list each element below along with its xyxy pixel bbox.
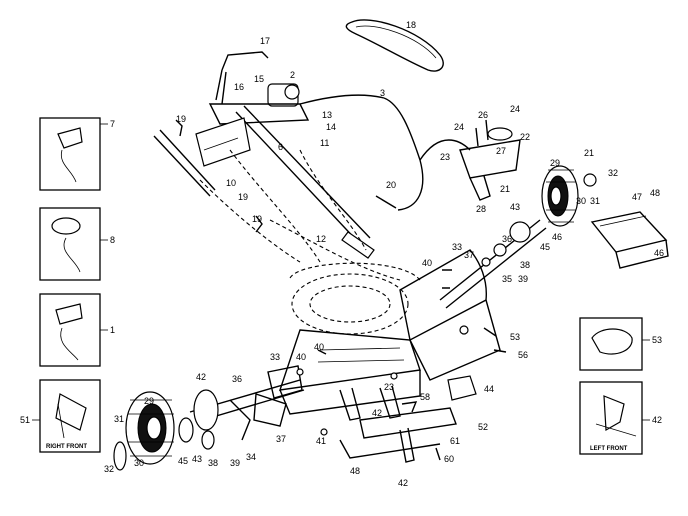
callout-12: 12 — [316, 234, 326, 244]
right-axle-assembly — [439, 219, 547, 309]
callout-27: 27 — [496, 146, 506, 156]
callout-2: 2 — [290, 70, 295, 80]
callout-42-left: 41 — [316, 436, 326, 446]
callout-11: 11 — [320, 138, 329, 148]
callout-36-left: 36 — [232, 374, 242, 384]
handle-bar — [153, 105, 375, 259]
right-wheel — [541, 165, 597, 227]
callout-44: 44 — [484, 384, 494, 394]
callout-28: 28 — [476, 204, 486, 214]
callout-48-b: 48 — [650, 188, 660, 198]
callout-43-right: 43 — [510, 202, 520, 212]
caption-right-front: RIGHT FRONT — [46, 444, 87, 450]
callout-8: 8 — [110, 235, 115, 245]
callout-47: 46 — [654, 248, 664, 258]
callout-52: 53 — [652, 335, 662, 345]
callout-56: 61 — [450, 436, 460, 446]
callout-31-left: 31 — [114, 414, 124, 424]
handle-assembly — [208, 51, 385, 125]
inset-box-58: LEFT FRONT — [579, 381, 643, 455]
callout-48-a: 47 — [632, 192, 642, 202]
callout-39-left: 39 — [230, 458, 240, 468]
callout-21-right: 21 — [584, 148, 594, 158]
callout-50: 51 — [20, 415, 30, 425]
callout-26: 26 — [478, 110, 488, 120]
callout-1: 1 — [110, 325, 115, 335]
caption-left-front: LEFT FRONT — [590, 446, 628, 452]
callout-45-right: 45 — [540, 242, 550, 252]
callout-24-left: 24 — [454, 122, 464, 132]
callout-32-right: 32 — [608, 168, 618, 178]
callout-40-right: 40 — [422, 258, 432, 268]
callout-19-top: 19 — [176, 114, 186, 124]
drive-belt — [345, 19, 444, 72]
callout-40-left: 40 — [296, 352, 306, 362]
callout-labels: 7 8 1 51 53 42 18 17 15 16 2 3 13 14 11 … — [20, 20, 664, 488]
callout-22: 22 — [520, 132, 530, 142]
callout-15: 15 — [254, 74, 264, 84]
callout-30-left: 30 — [134, 458, 144, 468]
callout-50-main: 52 — [478, 422, 488, 432]
callout-37-right: 37 — [464, 250, 474, 260]
callout-16: 16 — [234, 82, 244, 92]
callout-46-right: 46 — [552, 232, 562, 242]
callout-38-right: 38 — [520, 260, 530, 270]
callout-19-mid: 19 — [238, 192, 248, 202]
callout-42-bottom: 42 — [398, 478, 408, 488]
discharge-chute — [590, 211, 669, 269]
inset-box-52 — [579, 317, 643, 371]
callout-30-right: 30 — [576, 196, 586, 206]
dashed-lower-frame — [199, 149, 421, 335]
callout-29-right: 29 — [550, 158, 560, 168]
inset-box-1 — [39, 293, 101, 367]
inset-leaders — [32, 123, 650, 421]
inset-box-7 — [39, 117, 101, 191]
left-wheel — [113, 391, 194, 471]
callout-41: 40 — [314, 342, 324, 352]
callout-39-right: 39 — [518, 274, 528, 284]
callout-52-main: 56 — [518, 350, 528, 360]
callout-3: 3 — [380, 88, 385, 98]
left-axle-assembly — [189, 365, 305, 450]
callout-45-left: 43 — [192, 454, 202, 464]
callout-13: 13 — [322, 110, 332, 120]
callout-49: 48 — [350, 466, 360, 476]
callout-29-left: 29 — [144, 396, 154, 406]
callout-33-left: 33 — [270, 352, 280, 362]
inset-box-50: RIGHT FRONT — [39, 379, 101, 453]
callout-53-a: 58 — [420, 392, 430, 402]
callout-18: 18 — [406, 20, 416, 30]
callout-31-right: 31 — [590, 196, 600, 206]
callout-35: 35 — [502, 274, 512, 284]
control-cable — [383, 97, 471, 211]
callout-58: 42 — [652, 415, 662, 425]
callout-43-left: 42 — [196, 372, 206, 382]
callout-10: 10 — [226, 178, 236, 188]
callout-33-right: 33 — [452, 242, 462, 252]
auger-housing — [278, 249, 501, 463]
callout-38-left: 38 — [208, 458, 218, 468]
callout-7: 7 — [110, 119, 115, 129]
callout-36-right: 36 — [502, 234, 512, 244]
upper-bracket — [459, 119, 521, 201]
callout-51: 53 — [510, 332, 520, 342]
callout-46-left: 45 — [178, 456, 188, 466]
callout-23-low: 23 — [384, 382, 394, 392]
callout-42-mid: 42 — [372, 408, 382, 418]
callout-24-right: 24 — [510, 104, 520, 114]
inset-box-8 — [39, 207, 101, 281]
callout-19-low: 19 — [252, 214, 262, 224]
callout-34: 34 — [246, 452, 256, 462]
callout-20: 20 — [386, 180, 396, 190]
hardware-pieces — [175, 119, 507, 461]
callout-53-b: 60 — [444, 454, 454, 464]
callout-37-left: 37 — [276, 434, 286, 444]
callout-17: 17 — [260, 36, 270, 46]
callout-6: 6 — [278, 142, 283, 152]
callout-14: 14 — [326, 122, 336, 132]
callout-21-bracket: 21 — [500, 184, 510, 194]
callout-32-left: 32 — [104, 464, 114, 474]
callout-23-top: 23 — [440, 152, 450, 162]
